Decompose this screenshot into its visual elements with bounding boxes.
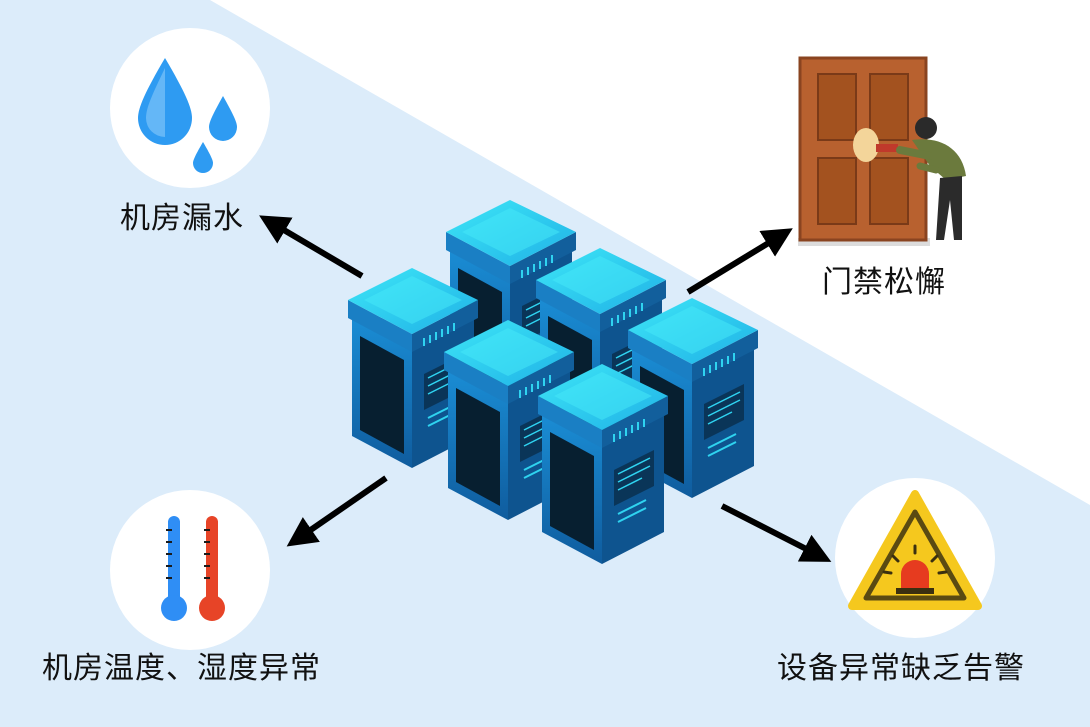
arrow-to-door <box>686 228 793 295</box>
label-equipment-alarm: 设备异常缺乏告警 <box>777 651 1025 686</box>
label-water-leak: 机房漏水 <box>120 201 244 236</box>
water-drops-icon <box>138 58 237 173</box>
door-intruder-icon <box>798 56 966 246</box>
label-temp-humidity: 机房温度、湿度异常 <box>42 651 321 686</box>
thermometer-icon <box>161 516 225 621</box>
label-door-access: 门禁松懈 <box>822 265 946 300</box>
thermometer-icon-circle <box>110 490 270 650</box>
arrow-to-temp <box>286 475 388 547</box>
warning-siren-icon <box>848 490 982 610</box>
arrow-to-alarm <box>720 503 832 562</box>
arrow-to-leak <box>259 215 364 279</box>
